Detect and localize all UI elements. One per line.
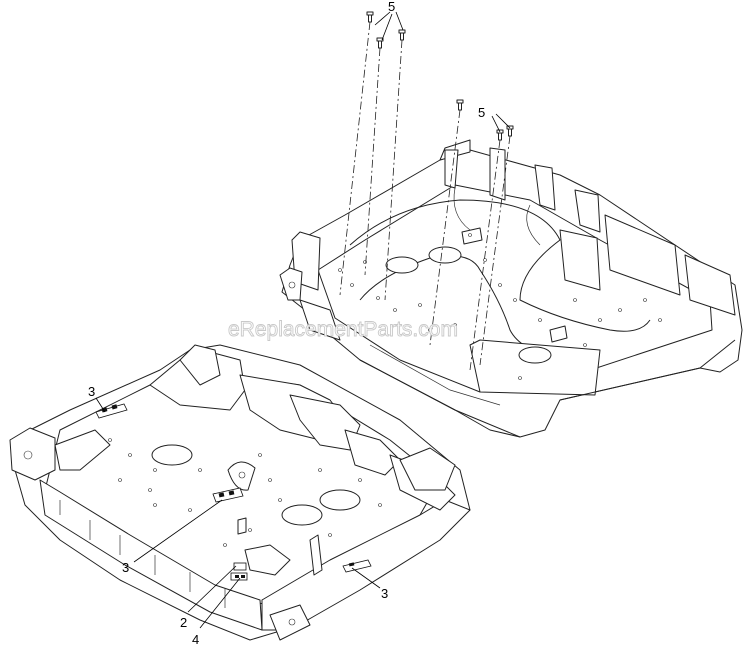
fasteners-top [366,11,406,49]
decal-stack [230,562,248,581]
lower-deck-holes [108,438,382,547]
upper-deck-assembly [279,139,743,438]
alignment-lines [339,21,511,371]
callout-5-top: 5 [388,0,395,14]
callout-3-left-top: 3 [88,384,95,399]
callout-5-right: 5 [478,105,485,120]
leader-lines [95,11,511,629]
decal-center [212,487,244,503]
decal-right [342,559,372,573]
watermark: eReplacementParts.com [228,318,458,341]
callout-4: 4 [192,632,199,647]
callout-3-right: 3 [381,586,388,601]
upper-deck-holes [338,233,662,380]
decal-left-top [95,403,128,419]
callout-2: 2 [180,615,187,630]
callout-3-left-bottom: 3 [122,560,129,575]
